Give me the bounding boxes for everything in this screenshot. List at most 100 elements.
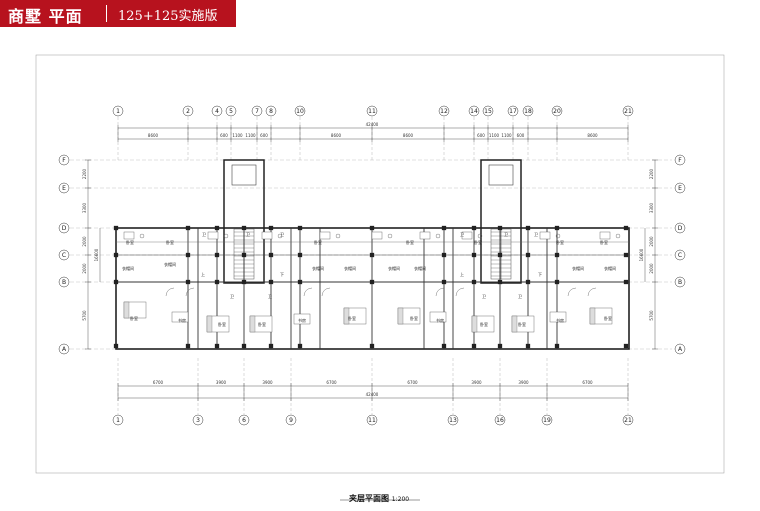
door-swing [321, 287, 331, 297]
grid-label-right: F [678, 157, 682, 164]
dimension-side-total: 16600 [639, 248, 644, 261]
dimension-side: 3300 [649, 202, 654, 213]
grid-bubble-top [225, 105, 237, 117]
room-label-bedroom: 卧室 [556, 239, 564, 245]
dimension-top: 8600 [403, 133, 414, 138]
room-label-bathroom: 卫 [230, 294, 234, 299]
desk-furniture [171, 311, 189, 323]
dimension-top: 600 [220, 133, 228, 138]
dimension-top: 1100 [489, 133, 500, 138]
grid-bubble-right [674, 276, 686, 288]
room-label-walkin: 衣帽间 [604, 265, 616, 271]
grid-bubble-left [58, 154, 70, 166]
grid-bubble-bottom [494, 414, 506, 426]
grid-label-left: E [62, 185, 66, 192]
grid-bubble-top [211, 105, 223, 117]
room-label-bathroom: 卫 [504, 232, 508, 237]
structural-column [623, 225, 629, 231]
grid-label-right: A [678, 346, 683, 353]
structural-column [214, 252, 220, 258]
structural-column [185, 343, 191, 349]
room-label-bathroom: 卫 [482, 294, 486, 299]
room-label-bedroom: 卧室 [410, 315, 418, 321]
room-label-study: 书房 [436, 317, 444, 323]
grid-label-top: 10 [296, 108, 304, 115]
door-swing [303, 287, 313, 297]
bathtub-fixture [123, 231, 135, 240]
grid-bubble-bottom [238, 414, 250, 426]
room-label-bedroom: 卧室 [166, 239, 174, 245]
bathtub-fixture [419, 231, 431, 240]
grid-bubble-top [438, 105, 450, 117]
sheet-subtitle: 125+125实施版 [118, 9, 218, 24]
grid-label-top: 8 [269, 108, 273, 115]
door-swing [165, 287, 175, 297]
grid-label-top: 11 [368, 108, 376, 115]
dimension-top: 8600 [587, 133, 598, 138]
bed-headboard [206, 315, 213, 333]
bed-headboard [249, 315, 256, 333]
structural-column [297, 343, 303, 349]
bathtub-fixture [319, 231, 331, 240]
structural-column [525, 279, 531, 285]
room-label-walkin: 衣帽间 [164, 261, 176, 267]
dimension-top: 8600 [331, 133, 342, 138]
grid-bubble-bottom [447, 414, 459, 426]
bed-headboard [471, 315, 478, 333]
bathtub-fixture [261, 231, 273, 240]
structural-column [623, 343, 629, 349]
toilet-fixture [435, 233, 441, 239]
structural-column [554, 279, 560, 285]
dimension-top: 1100 [501, 133, 512, 138]
room-label-bedroom: 卧室 [126, 239, 134, 245]
bathtub-fixture [539, 231, 551, 240]
grid-label-right: B [678, 279, 682, 286]
toilet-fixture [477, 233, 483, 239]
room-label-walkin: 衣帽间 [572, 265, 584, 271]
room-label-bathroom: 卫 [518, 294, 522, 299]
grid-label-top: 20 [553, 108, 561, 115]
structural-column [497, 279, 503, 285]
grid-label-top: 4 [215, 108, 219, 115]
toilet-fixture [277, 233, 283, 239]
bed-headboard [343, 307, 350, 325]
structural-column [525, 252, 531, 258]
structural-column [497, 252, 503, 258]
structural-column [369, 343, 375, 349]
stair-direction-label: 上 [201, 271, 205, 277]
dimension-side: 2000 [82, 263, 87, 274]
grid-label-bottom: 16 [496, 417, 504, 424]
structural-column [185, 252, 191, 258]
structural-column [497, 225, 503, 231]
dimension-top: 8600 [148, 133, 159, 138]
grid-bubble-left [58, 222, 70, 234]
structural-column [268, 343, 274, 349]
structural-column [297, 252, 303, 258]
room-label-study: 书房 [556, 317, 564, 323]
structural-column [471, 252, 477, 258]
grid-bubble-right [674, 154, 686, 166]
structural-column [471, 225, 477, 231]
dimension-overall-top: 42400 [366, 122, 379, 127]
grid-bubble-right [674, 222, 686, 234]
door-swing [567, 287, 577, 297]
room-label-bedroom: 卧室 [258, 321, 266, 327]
caption-title: 夹层平面图 [349, 494, 389, 503]
dimension-bottom: 3900 [262, 380, 273, 385]
structural-column [113, 252, 119, 258]
grid-label-top: 5 [229, 108, 233, 115]
structural-column [369, 252, 375, 258]
room-label-walkin: 衣帽间 [344, 265, 356, 271]
drawing-caption: 夹层平面图 1:200 [349, 493, 409, 504]
dimension-top: 600 [477, 133, 485, 138]
title-divider [106, 5, 107, 22]
dimension-side: 2000 [82, 236, 87, 247]
room-label-bedroom: 卧室 [604, 315, 612, 321]
dimension-bottom: 6700 [326, 380, 337, 385]
elevator-shaft [231, 164, 257, 186]
structural-column [441, 343, 447, 349]
grid-bubble-left [58, 343, 70, 355]
grid-label-left: D [62, 225, 67, 232]
grid-bubble-right [674, 249, 686, 261]
toilet-fixture [387, 233, 393, 239]
